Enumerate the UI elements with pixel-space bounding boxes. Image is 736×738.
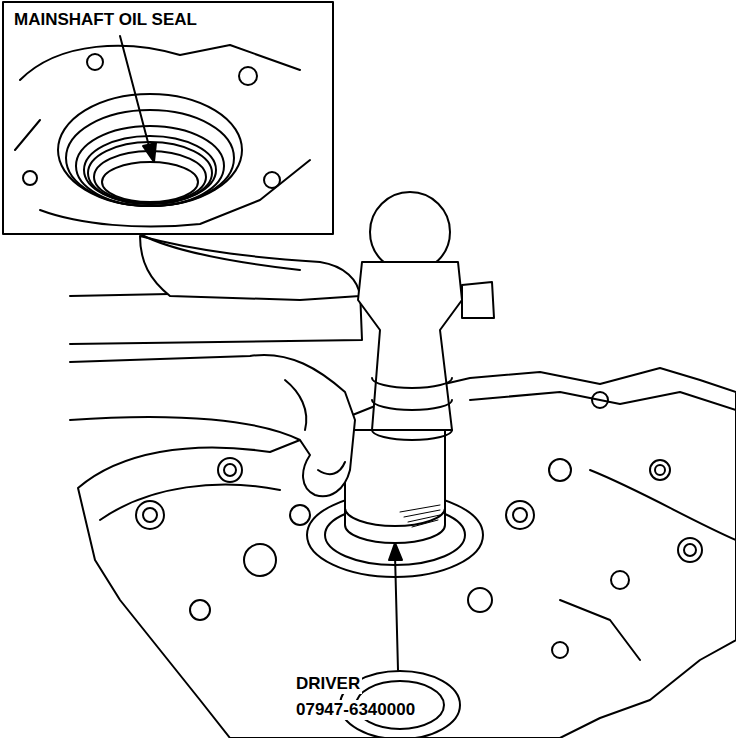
inset-link-line [140, 234, 300, 270]
driver-tool [345, 430, 445, 543]
bolt-holes [136, 392, 702, 658]
case-flange [100, 392, 736, 660]
part-label: MAINSHAFT OIL SEAL [12, 10, 199, 30]
hand [70, 355, 355, 496]
part-number: 07947-6340000 [294, 700, 417, 720]
hand-fingers [285, 380, 345, 474]
inset-seal-bore [15, 45, 310, 226]
hammer-hand [140, 236, 360, 300]
leader-line [395, 555, 398, 670]
leader-arrowhead [143, 143, 156, 162]
inset-frame [3, 2, 333, 234]
part-label: DRIVER [294, 674, 362, 694]
hammer-head [358, 192, 494, 440]
leader-arrowhead [389, 543, 402, 560]
leader-line [120, 36, 150, 150]
